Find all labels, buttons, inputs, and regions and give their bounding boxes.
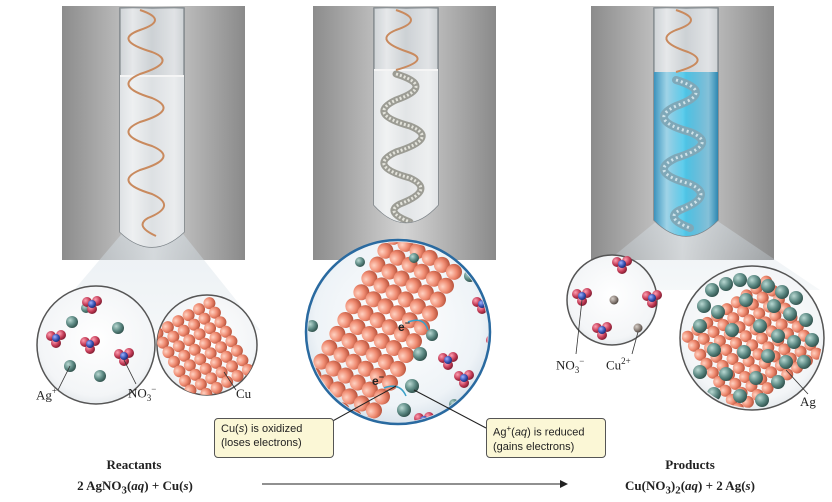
products-nitrate-label: NO3−: [556, 356, 585, 375]
nitrate-ions-products: [572, 256, 662, 340]
products-panel: [566, 6, 825, 411]
electron-label-upper: e−: [398, 318, 410, 334]
products-heading: Products: [665, 457, 715, 472]
silver-crystals: [693, 273, 819, 407]
cu-ions-products: [609, 295, 643, 333]
reaction-arrow: [262, 480, 568, 488]
cu-metal-label: Cu: [236, 386, 252, 401]
reactants-test-tube: [119, 7, 185, 248]
ag-metal-label: Ag: [800, 394, 816, 409]
reactants-heading: Reactants: [106, 457, 162, 472]
products-solution-view: [566, 254, 662, 346]
callout-reduced: Ag+(aq) is reduced (gains electrons): [486, 418, 606, 458]
products-test-tube: [653, 7, 719, 237]
reactants-equation: 2 AgNO3(aq) + Cu(s): [77, 478, 193, 497]
nitrate-ion-label: NO3−: [128, 384, 157, 403]
reactants-solution-view: [36, 285, 156, 405]
callout-oxidized: Cu(s) is oxidized (loses electrons): [214, 418, 334, 458]
ag-ion-label: Ag+: [36, 386, 57, 403]
electron-label-lower: e−: [372, 372, 384, 388]
reactants-panel: [36, 6, 260, 405]
middle-magnified-view: [304, 238, 492, 426]
electron-arrows: [383, 319, 429, 397]
products-cu-ion-label: Cu2+: [606, 356, 631, 373]
products-equation: Cu(NO3)2(aq) + 2 Ag(s): [625, 478, 755, 497]
middle-test-tube: [373, 7, 439, 224]
nitrate-ion-group: [46, 296, 134, 366]
middle-panel: [304, 6, 496, 429]
products-silver-view: [679, 265, 825, 411]
reactants-copper-view: [156, 294, 258, 396]
